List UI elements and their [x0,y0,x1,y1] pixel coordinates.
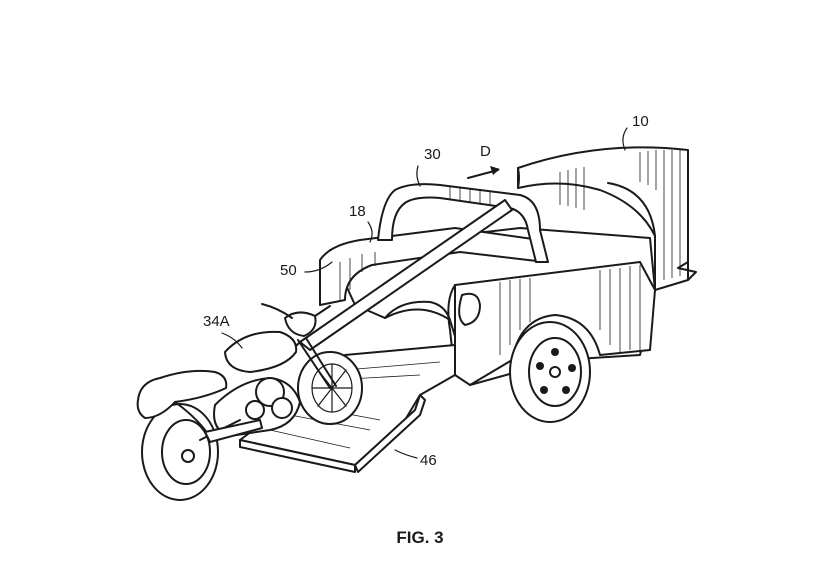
figure-caption: FIG. 3 [396,528,444,547]
label-direction: D [480,143,491,160]
label-bridge: 30 [424,146,441,163]
label-motorcycle: 34A [203,313,230,330]
truck-cab [517,146,697,291]
truck-rear-wheel [509,321,591,423]
leader-lines [221,127,628,459]
label-ramp: 46 [420,452,437,469]
motorcycle [136,303,363,501]
label-vehicle: 10 [632,113,649,130]
label-bed-wall: 18 [349,203,366,220]
label-strap: 50 [280,262,297,279]
